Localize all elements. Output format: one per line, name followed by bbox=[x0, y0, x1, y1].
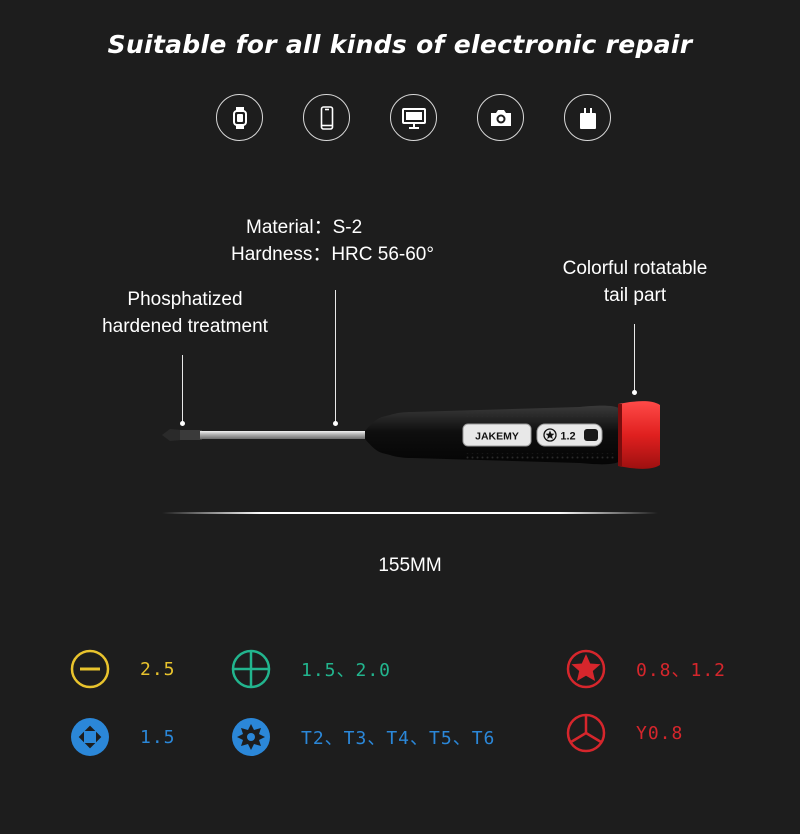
tail-text-line2: tail part bbox=[603, 285, 667, 306]
headline: Suitable for all kinds of electronic rep… bbox=[107, 30, 693, 59]
torx-icon bbox=[232, 718, 270, 756]
bit-value: Y0.8 bbox=[636, 722, 684, 744]
dimension-line bbox=[162, 512, 658, 514]
tail-label: Colorful rotatable tail part bbox=[520, 255, 750, 309]
bit-pentalobe: 0.8、1.2 bbox=[566, 649, 726, 689]
tail-cap bbox=[618, 401, 660, 469]
tri-wing-icon bbox=[566, 713, 606, 753]
shaft bbox=[200, 431, 372, 439]
monitor-icon bbox=[390, 94, 437, 141]
material-text: Material：S-2 bbox=[246, 217, 363, 238]
bit-cross-slot: 1.5 bbox=[70, 717, 176, 757]
tail-pointer-line bbox=[634, 324, 635, 392]
tip-neck bbox=[180, 430, 202, 440]
hardness-text: Hardness：HRC 56-60° bbox=[231, 244, 434, 265]
device-icon-row bbox=[216, 94, 611, 141]
tip-label: Phosphatized hardened treatment bbox=[70, 286, 300, 340]
camera-icon bbox=[477, 94, 524, 141]
material-pointer-dot bbox=[333, 421, 338, 426]
tip-text-line1: Phosphatized bbox=[127, 289, 243, 310]
tip-pointer-dot bbox=[180, 421, 185, 426]
brand-text: JAKEMY bbox=[475, 431, 519, 443]
dimension-label: 155MM bbox=[378, 555, 442, 576]
bit-value: T2、T3、T4、T5、T6 bbox=[301, 728, 496, 749]
pentalobe-icon bbox=[566, 649, 606, 689]
bit-slotted: 2.5 bbox=[70, 649, 176, 689]
bit-tri-wing: Y0.8 bbox=[566, 713, 683, 753]
size-text: 1.2 bbox=[560, 431, 575, 443]
bit-value: 2.5 bbox=[140, 658, 176, 680]
tip-pointer-line bbox=[182, 355, 183, 422]
tail-text-line1: Colorful rotatable bbox=[562, 258, 708, 279]
slotted-icon bbox=[70, 649, 110, 689]
smartwatch-icon bbox=[216, 94, 263, 141]
material-label: Material：S-2 Hardness：HRC 56-60° bbox=[220, 214, 460, 268]
bit-torx: T2、T3、T4、T5、T6 bbox=[231, 717, 495, 757]
tail-pointer-dot bbox=[632, 390, 637, 395]
brand-badge bbox=[462, 423, 532, 447]
charger-icon bbox=[564, 94, 611, 141]
tip-text-line2: hardened treatment bbox=[102, 316, 268, 337]
cross-slot-icon bbox=[71, 718, 109, 756]
phillips-icon bbox=[231, 649, 271, 689]
bit-phillips: 1.5、2.0 bbox=[231, 649, 391, 689]
screwdriver: JAKEMY 1.2 bbox=[160, 395, 665, 480]
bit-value: 0.8、1.2 bbox=[636, 660, 727, 681]
tip bbox=[162, 429, 182, 441]
material-pointer-line bbox=[335, 290, 336, 422]
smartphone-icon bbox=[303, 94, 350, 141]
bit-value: 1.5 bbox=[140, 726, 176, 748]
bit-value: 1.5、2.0 bbox=[301, 660, 392, 681]
